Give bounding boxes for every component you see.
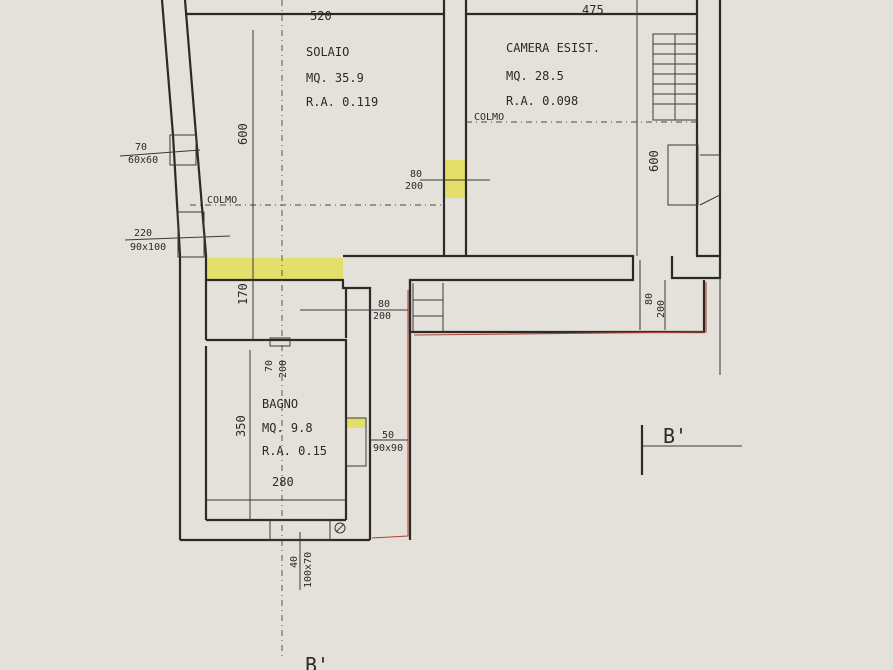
win-2-top: 220 (134, 228, 152, 239)
section-label-bottom: B' (305, 653, 329, 670)
door-4-bottom: 200 (278, 360, 289, 378)
win-4-bottom: 100x70 (303, 552, 314, 588)
door-3-bottom: 200 (656, 300, 667, 318)
room-area-camera: MQ. 28.5 (506, 69, 564, 83)
room-area-solaio: MQ. 35.9 (306, 71, 364, 85)
red-boundary (371, 282, 707, 539)
room-name-bagno: BAGNO (262, 397, 298, 411)
win-2-bottom: 90x100 (130, 242, 166, 253)
room-area-bagno: MQ. 9.8 (262, 421, 313, 435)
dimension-lines (119, 0, 721, 660)
dim-solaio-width: 520 (310, 9, 332, 23)
dim-camera-depth: 600 (647, 150, 661, 172)
door-2-top: 80 (378, 299, 390, 310)
highlight-window-bagno (347, 418, 365, 428)
highlight-door-solaio (444, 160, 466, 198)
stair-icon (652, 33, 698, 121)
door-4-top: 70 (264, 360, 275, 372)
room-name-solaio: SOLAIO (306, 45, 349, 59)
dim-camera-width: 475 (582, 3, 604, 17)
opening-labels: 70 60x60 220 90x100 COLMO COLMO 80 200 8… (128, 112, 667, 588)
room-ra-bagno: R.A. 0.15 (262, 444, 327, 458)
room-camera: CAMERA ESIST. MQ. 28.5 R.A. 0.098 (506, 41, 600, 108)
chimney-icon (667, 144, 721, 206)
room-ra-solaio: R.A. 0.119 (306, 95, 378, 109)
win-4-top: 40 (289, 556, 300, 568)
dim-solaio-depth: 600 (236, 123, 250, 145)
section-marker-right: B' (640, 424, 742, 475)
highlight-corridor (206, 258, 343, 280)
room-ra-camera: R.A. 0.098 (506, 94, 578, 108)
door-1-top: 80 (410, 169, 422, 180)
win-3-bottom: 90x90 (373, 443, 403, 454)
colmo-2: COLMO (474, 112, 504, 123)
dim-corridor-depth: 170 (236, 283, 250, 305)
section-label-right: B' (663, 424, 687, 448)
door-2-bottom: 200 (373, 311, 391, 322)
door-1-bottom: 200 (405, 181, 423, 192)
dim-bagno-width: 280 (272, 475, 294, 489)
colmo-1: COLMO (207, 195, 237, 206)
door-3-top: 80 (644, 293, 655, 305)
win-1-bottom: 60x60 (128, 155, 158, 166)
dimension-labels: 520 475 600 600 170 350 280 (234, 3, 661, 489)
room-name-camera: CAMERA ESIST. (506, 41, 600, 55)
room-solaio: SOLAIO MQ. 35.9 R.A. 0.119 (306, 45, 378, 109)
win-1-top: 70 (135, 142, 147, 153)
room-bagno: BAGNO MQ. 9.8 R.A. 0.15 (262, 397, 327, 458)
dim-bagno-depth: 350 (234, 415, 248, 437)
win-3-top: 50 (382, 430, 394, 441)
